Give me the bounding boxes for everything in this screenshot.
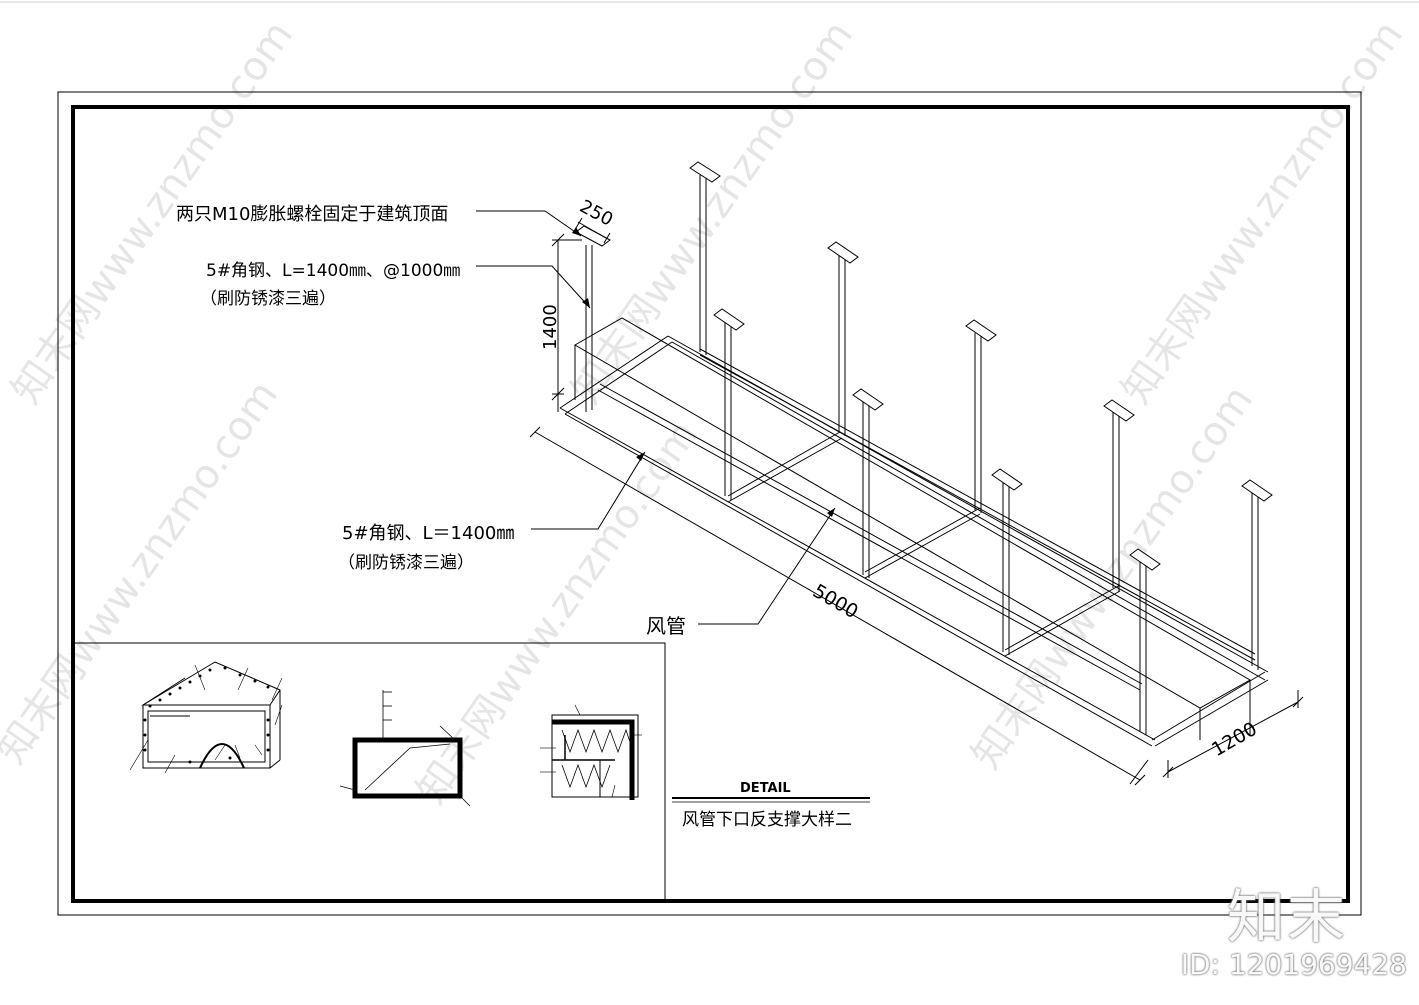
angle-steel-note-1: 5#角钢、L=1400㎜、@1000㎜ [206,261,461,281]
angle-steel-note-2-sub: （刷防锈漆三遍） [338,553,474,573]
detail-heading: DETAIL [740,781,791,796]
angle-steel-note-1-sub: （刷防锈漆三遍） [200,289,336,309]
anchor-plates [575,161,1273,571]
dimension-1400: 1400 [540,304,561,350]
title-underline [672,797,870,803]
sub-detail-duct [141,661,281,769]
leader-lines [476,210,836,625]
duct-label: 风管 [646,614,686,638]
support-frame [559,175,1269,747]
sub-detail-section [339,690,471,807]
leader-arrows [572,227,835,517]
angle-steel-note-2: 5#角钢、L＝1400㎜ [342,523,515,544]
outer-border [57,91,1362,916]
inner-border [71,105,1350,903]
image-id: ID: 1201969428 [1180,948,1407,981]
dimension-lines [529,217,1304,786]
bolt-note-label: 两只M10膨胀螺栓固定于建筑顶面 [176,204,449,225]
brand-logo: 知末 [1226,883,1347,951]
sub-panel-border [74,642,666,900]
drawing-title: 风管下口反支撑大样二 [682,810,852,830]
sub-detail-insulation [540,704,642,800]
sub-detail-duct-dots [143,666,270,764]
